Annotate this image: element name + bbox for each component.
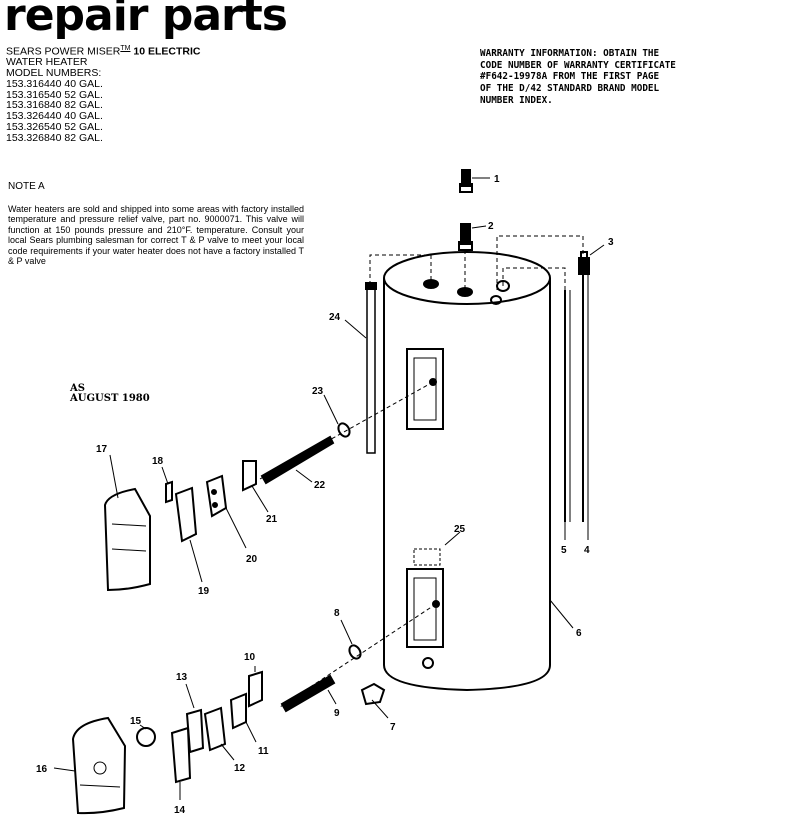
part-label: 24 — [329, 312, 341, 323]
part-label: 8 — [334, 608, 340, 619]
note-heading: NOTE A — [8, 181, 45, 192]
part-label: 25 — [454, 524, 466, 535]
note-body: Water heaters are sold and shipped into … — [8, 204, 304, 267]
part-label: 12 — [234, 763, 246, 774]
warranty-info: WARRANTY INFORMATION: OBTAIN THE CODE NU… — [480, 48, 676, 106]
part-label: 17 — [96, 444, 108, 455]
model-number: 153.326840 82 Gal. — [6, 131, 103, 144]
model-number: 153.316440 40 Gal. — [6, 77, 103, 90]
product-line-2: WATER HEATER — [6, 56, 88, 69]
model-number: 153.316540 52 Gal. — [6, 88, 103, 101]
part-label: 22 — [314, 480, 326, 491]
product-line-1: SEARS POWER MISERTM 10 ELECTRIC — [6, 44, 201, 57]
product-line-3: MODEL NUMBERS: — [6, 67, 102, 80]
part-label: 21 — [266, 514, 278, 525]
model-number: 153.326540 52 Gal. — [6, 121, 103, 134]
part-number-labels: 1 2 3 4 5 6 7 8 9 10 11 12 13 14 15 16 1… — [36, 174, 614, 816]
part-element-22 — [260, 435, 335, 485]
part-label: 1 — [494, 174, 500, 185]
trademark-mark: TM — [120, 45, 131, 52]
part-label: 20 — [246, 554, 258, 565]
model-number: 153.316840 82 Gal. — [6, 99, 103, 112]
product-info: SEARS POWER MISERTM 10 ELECTRIC WATER HE… — [6, 44, 201, 144]
part-label: 9 — [334, 708, 340, 719]
part-label: 6 — [576, 628, 582, 639]
part-label: 3 — [608, 237, 614, 248]
part-label: 11 — [258, 746, 269, 757]
part-label: 14 — [174, 805, 186, 816]
part-label: 10 — [244, 652, 256, 663]
page-title: repair parts — [4, 0, 288, 41]
part-label: 19 — [198, 586, 210, 597]
product-line-1-tail: 10 ELECTRIC — [133, 45, 201, 58]
part-label: 7 — [390, 722, 396, 733]
product-brand: SEARS POWER MISER — [6, 45, 121, 58]
part-label: 2 — [488, 221, 494, 232]
part-label: 5 — [561, 545, 567, 556]
part-label: 18 — [152, 456, 164, 467]
part-label: 15 — [130, 716, 142, 727]
part-fitting-1 — [459, 169, 473, 193]
part-nipple-2 — [458, 223, 473, 251]
part-label: 4 — [584, 545, 590, 556]
model-number: 153.326440 40 Gal. — [6, 110, 103, 123]
tank-body — [383, 251, 551, 692]
part-valve-3 — [578, 251, 590, 275]
part-label: 13 — [176, 672, 188, 683]
date-code: AS AUGUST 1980 — [70, 383, 150, 404]
part-label: 23 — [312, 386, 324, 397]
part-label: 16 — [36, 764, 48, 775]
